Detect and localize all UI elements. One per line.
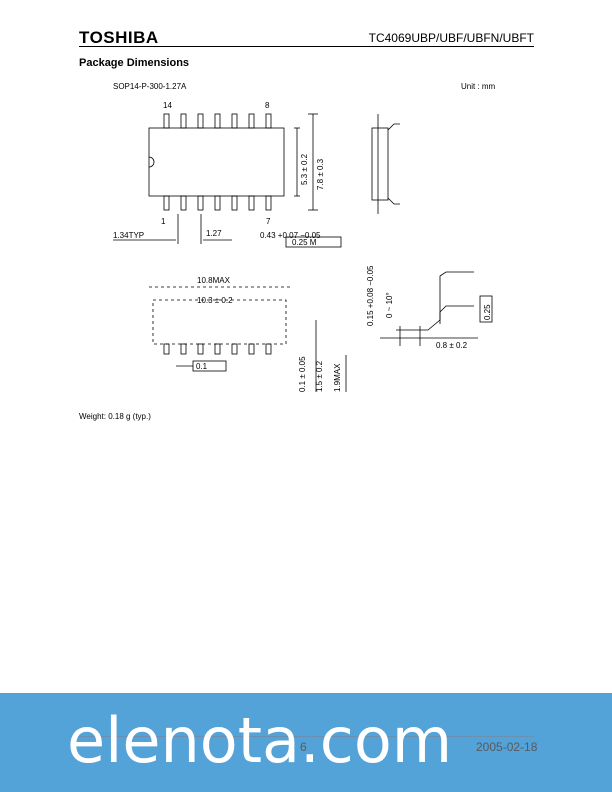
dim-tolerance-label: 0.25 M <box>292 238 317 247</box>
dim-lead-width-label: 0.43 +0.07 −0.05 <box>260 231 321 240</box>
pin-8-label: 8 <box>265 101 270 110</box>
footer-divider <box>79 736 534 737</box>
watermark-text: elenota.com <box>67 704 453 777</box>
unit-label: Unit : mm <box>461 82 496 91</box>
dim-angle-label: 0 ~ 10° <box>385 292 394 318</box>
dim-gauge-label: 0.25 <box>483 304 492 320</box>
document-date: 2005-02-18 <box>476 740 538 754</box>
page-number: 6 <box>300 740 307 754</box>
dim-body-width-label: 5.3 ± 0.2 <box>300 153 309 185</box>
dim-flat-label: 0.1 <box>196 362 208 371</box>
header-divider <box>79 46 534 47</box>
part-number: TC4069UBP/UBF/UBFN/UBFT <box>368 31 534 45</box>
section-title: Package Dimensions <box>79 57 190 69</box>
side-view-end <box>371 114 400 214</box>
package-dimension-drawing: 14 8 1 7 1.34TYP 1.27 0.43 +0.07 −0.05 0… <box>113 101 493 392</box>
top-view <box>113 113 342 248</box>
dim-overall-width-label: 7.8 ± 0.3 <box>316 158 325 190</box>
dim-maxheight-label: 1.9MAX <box>333 363 342 392</box>
dim-typ-label: 1.34TYP <box>113 231 144 240</box>
dim-foot-label: 0.8 ± 0.2 <box>436 341 468 350</box>
dim-lead-thickness-label: 0.15 +0.08 −0.05 <box>366 265 375 326</box>
dim-len-label: 10.3 ± 0.2 <box>197 296 233 305</box>
lead-detail <box>380 271 493 346</box>
package-code: SOP14-P-300-1.27A <box>113 82 187 91</box>
front-view <box>149 286 347 392</box>
pin-1-label: 1 <box>161 217 166 226</box>
dim-standoff-label: 0.1 ± 0.05 <box>298 356 307 392</box>
dim-height-label: 1.5 ± 0.2 <box>315 360 324 392</box>
pin-7-label: 7 <box>266 217 271 226</box>
pin-14-label: 14 <box>163 101 172 110</box>
dim-maxlen-label: 10.8MAX <box>197 276 231 285</box>
brand-logo: TOSHIBA <box>79 28 159 47</box>
footer-banner <box>0 693 612 792</box>
weight-note: Weight: 0.18 g (typ.) <box>79 412 151 421</box>
dim-pitch-label: 1.27 <box>206 229 222 238</box>
